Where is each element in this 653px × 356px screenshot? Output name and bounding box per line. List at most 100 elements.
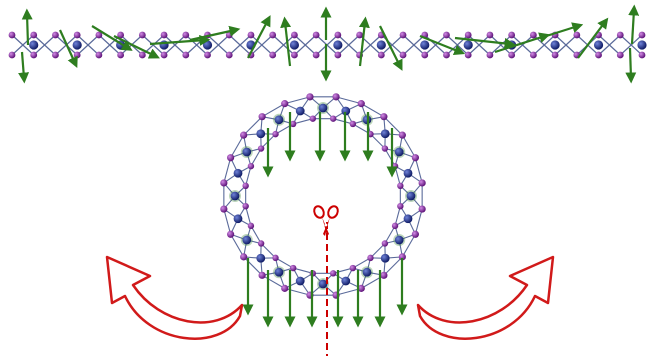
chalcogen-atom [334, 52, 341, 59]
chalcogen-atom [350, 121, 356, 127]
chalcogen-atom [330, 115, 336, 121]
chalcogen-atom [240, 253, 247, 260]
metal-atom [242, 236, 251, 245]
chalcogen-atom [182, 52, 189, 59]
metal-atom [234, 214, 243, 223]
chalcogen-atom [380, 272, 387, 279]
metal-atom [290, 40, 299, 49]
chalcogen-atom [9, 52, 16, 59]
chalcogen-atom [220, 205, 227, 212]
displacement-arrow [27, 14, 28, 45]
displacement-arrow [540, 26, 578, 38]
metal-atom [404, 214, 413, 223]
chalcogen-atom [227, 231, 234, 238]
metal-atom [296, 277, 305, 286]
chalcogen-atom [161, 52, 168, 59]
chalcogen-atom [248, 32, 255, 39]
metal-atom [551, 40, 560, 49]
chalcogen-atom [182, 32, 189, 39]
chalcogen-atom [487, 52, 494, 59]
metal-atom [256, 129, 265, 138]
unroll-arrow-left [107, 257, 242, 339]
chalcogen-atom [412, 154, 419, 161]
unroll-arrow-right [418, 257, 553, 339]
chalcogen-atom [382, 240, 388, 246]
displacement-arrow [630, 48, 631, 78]
chalcogen-atom [269, 52, 276, 59]
chalcogen-atom [258, 240, 264, 246]
chalcogen-atom [465, 32, 472, 39]
chalcogen-atom [530, 52, 537, 59]
chalcogen-atom [226, 52, 233, 59]
chalcogen-atom [399, 132, 406, 139]
displacement-arrow [22, 52, 24, 78]
metal-atom [377, 40, 386, 49]
metal-atom [256, 254, 265, 263]
chalcogen-atom [400, 32, 407, 39]
metal-atom [381, 254, 390, 263]
chalcogen-atom [281, 100, 288, 107]
metal-atom [395, 236, 404, 245]
chalcogen-atom [382, 145, 388, 151]
metal-atom [407, 192, 416, 201]
metal-atom [464, 40, 473, 49]
chalcogen-atom [281, 285, 288, 292]
chalcogen-atom [259, 113, 266, 120]
chalcogen-atom [358, 100, 365, 107]
chalcogen-atom [272, 255, 278, 261]
chalcogen-atom [573, 32, 580, 39]
chalcogen-atom [95, 52, 102, 59]
chalcogen-atom [291, 32, 298, 39]
displacement-arrow [285, 22, 290, 66]
chalcogen-atom [356, 32, 363, 39]
chalcogen-atom [52, 52, 59, 59]
displacement-arrow [248, 20, 268, 58]
chalcogen-atom [306, 93, 313, 100]
chalcogen-atom [397, 183, 403, 189]
chalcogen-atom [595, 52, 602, 59]
chalcogen-atom [310, 115, 316, 121]
metal-atom [275, 115, 284, 124]
chalcogen-atom [530, 32, 537, 39]
chalcogen-atom [412, 231, 419, 238]
chalcogen-atom [443, 52, 450, 59]
chalcogen-atom [397, 203, 403, 209]
metal-atom [363, 268, 372, 277]
metal-atom [242, 148, 251, 157]
metal-atom [420, 40, 429, 49]
displacement-arrow [60, 30, 75, 63]
chalcogen-atom [639, 52, 646, 59]
chalcogen-atom [419, 179, 426, 186]
displacement-arrow [455, 38, 510, 44]
chalcogen-atom [421, 52, 428, 59]
chalcogen-atom [508, 32, 515, 39]
chalcogen-atom [617, 32, 624, 39]
chalcogen-atom [334, 32, 341, 39]
metal-atom [381, 129, 390, 138]
nanotube-ring [220, 93, 425, 322]
chalcogen-atom [443, 32, 450, 39]
chalcogen-atom [269, 32, 276, 39]
chalcogen-atom [617, 52, 624, 59]
chalcogen-atom [330, 270, 336, 276]
metal-atom [29, 40, 38, 49]
chalcogen-atom [9, 32, 16, 39]
chalcogen-atom [350, 265, 356, 271]
chalcogen-atom [259, 272, 266, 279]
metal-atom [275, 268, 284, 277]
chalcogen-atom [242, 183, 248, 189]
chalcogen-atom [240, 132, 247, 139]
chalcogen-atom [313, 52, 320, 59]
chalcogen-atom [52, 32, 59, 39]
metal-atom [395, 148, 404, 157]
chalcogen-atom [392, 223, 398, 229]
chalcogen-atom [220, 179, 227, 186]
metal-atom [296, 107, 305, 116]
displacement-arrow [360, 22, 365, 66]
metal-atom [73, 40, 82, 49]
chalcogen-atom [139, 52, 146, 59]
displacement-arrow [632, 10, 634, 44]
metal-atom [234, 169, 243, 178]
chalcogen-atom [552, 52, 559, 59]
